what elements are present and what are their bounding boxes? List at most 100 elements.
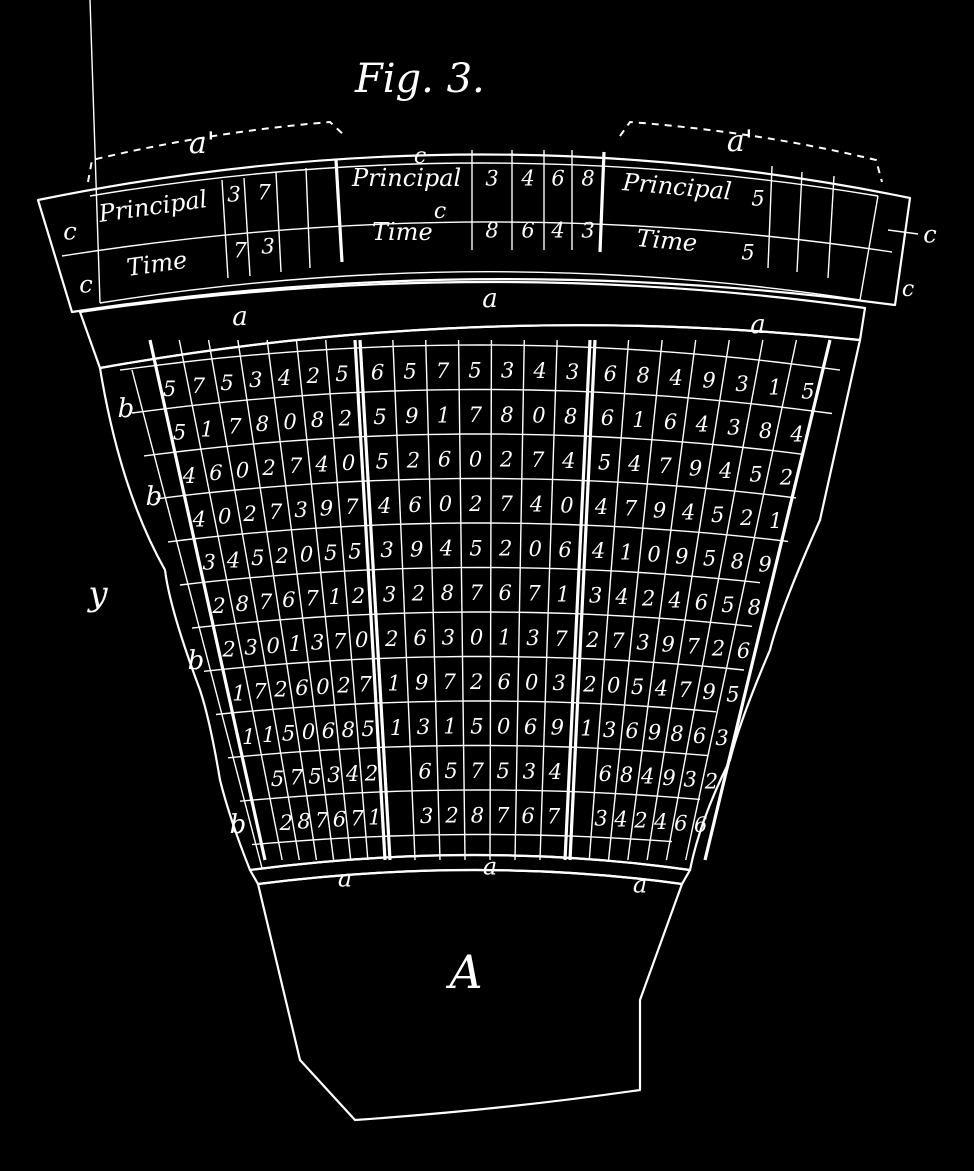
table-left-digit: 5: [335, 362, 348, 386]
table-center-digit: 7: [500, 492, 514, 516]
table-column-line: [457, 339, 466, 861]
b-label: b: [188, 646, 205, 676]
table-right-digit: 6: [604, 362, 617, 386]
table-right-digit: 9: [662, 632, 675, 656]
table-center-digit: 7: [554, 627, 568, 651]
table-left-digit: 7: [228, 415, 242, 439]
table-left-digit: 0: [283, 410, 296, 434]
table-center-digit: 1: [437, 403, 450, 427]
a-prime-left-bracket: [87, 120, 346, 183]
table-center-digit: 3: [380, 538, 393, 562]
table-right-digit: 4: [614, 585, 628, 609]
table-right-digit: 5: [726, 682, 739, 706]
table-left-digit: 1: [262, 723, 275, 747]
table-center-digit: 6: [498, 670, 511, 694]
table-left-digit: 6: [209, 461, 222, 485]
table-left-digit: 5: [173, 421, 186, 445]
table-center-digit: 2: [499, 448, 513, 472]
table-right-digit: 6: [693, 724, 706, 748]
table-center-digit: 1: [498, 626, 511, 650]
table-right-digit: 1: [580, 717, 593, 741]
table-center-digit: 5: [403, 359, 416, 383]
table-left-digit: 0: [236, 458, 249, 482]
table-left-digit: 2: [211, 594, 225, 618]
table-left-digit: 2: [364, 761, 378, 785]
table-center-digit: 6: [524, 715, 537, 739]
dial-left-time-digit: 7: [233, 239, 247, 263]
table-center-digit: 7: [496, 804, 510, 828]
table-column-line: [358, 339, 392, 861]
table-right-digit: 6: [599, 762, 612, 786]
c-leader: [887, 229, 919, 235]
table-right-digit: 3: [594, 806, 607, 830]
b-label: b: [146, 482, 163, 512]
table-left-digit: 4: [226, 548, 240, 572]
b-label: b: [230, 810, 247, 840]
table-left-digit: 2: [242, 502, 256, 526]
table-right-digit: 2: [633, 809, 647, 833]
table-center-digit: 3: [501, 359, 514, 383]
table-left-digit: 4: [277, 366, 291, 390]
table-right-digit: 4: [789, 423, 803, 447]
table-column-line: [148, 339, 267, 861]
table-left-digit: 1: [289, 632, 302, 656]
table-left-digit: 7: [290, 766, 304, 790]
table-left-digit: 5: [348, 540, 361, 564]
table-center-digit: 7: [469, 403, 483, 427]
table-center-digit: 2: [468, 492, 482, 516]
table-left-digit: 0: [302, 720, 315, 744]
table-center-digit: 6: [371, 361, 384, 385]
dial-center-time-digit: 8: [485, 219, 498, 243]
table-right-digit: 6: [664, 410, 677, 434]
table-left-digit: 6: [295, 676, 308, 700]
table-right-digit: 2: [739, 506, 753, 530]
table-center-digit: 7: [470, 581, 484, 605]
table-left-digit: 7: [350, 806, 364, 830]
table-column-line: [665, 339, 764, 861]
table-left-digit: 0: [316, 675, 329, 699]
table-center-digit: 6: [418, 760, 431, 784]
table-left-digit: 6: [322, 719, 335, 743]
table-left-digit: 5: [324, 541, 337, 565]
table-row-line: [131, 388, 833, 415]
table-center-digit: 7: [443, 670, 457, 694]
table-left-digit: 8: [256, 412, 269, 436]
table-center-digit: 1: [443, 715, 456, 739]
table-column-line: [325, 339, 369, 861]
table-center-digit: 8: [564, 405, 577, 429]
table-center-digit: 3: [526, 626, 539, 650]
table-right-digit: 4: [591, 539, 605, 563]
dial-left-time-digit: 3: [261, 235, 274, 259]
table-center-digit: 5: [373, 405, 386, 429]
table-center-digit: 5: [497, 759, 510, 783]
c-label: c: [923, 221, 936, 249]
table-right-digit: 6: [601, 406, 614, 430]
table-center-digit: 7: [527, 582, 541, 606]
table-left-digit: 2: [221, 638, 235, 662]
table-left-digit: 0: [355, 628, 368, 652]
table-right-digit: 9: [648, 720, 661, 744]
table-center-digit: 5: [376, 449, 389, 473]
a-prime-left-label: a': [189, 126, 215, 161]
table-center-digit: 5: [468, 359, 481, 383]
table-left-digit: 7: [315, 808, 329, 832]
table-right-digit: 4: [669, 366, 683, 390]
table-center-digit: 8: [441, 581, 454, 605]
table-right-digit: 3: [727, 416, 740, 440]
dial-ring-mid: [61, 221, 893, 257]
a-label: a: [483, 853, 497, 881]
table-row-line: [239, 789, 701, 802]
table-center-digit: 4: [529, 493, 543, 517]
table-right-digit: 8: [637, 364, 650, 388]
table-right-digit: 4: [613, 807, 627, 831]
table-right-digit: 2: [711, 637, 725, 661]
table-right-digit: 5: [703, 547, 716, 571]
table-center-digit: 2: [498, 537, 512, 561]
table-left-digit: 7: [333, 629, 347, 653]
table-right-digit: 4: [718, 459, 732, 483]
table-right-digit: 8: [759, 419, 772, 443]
